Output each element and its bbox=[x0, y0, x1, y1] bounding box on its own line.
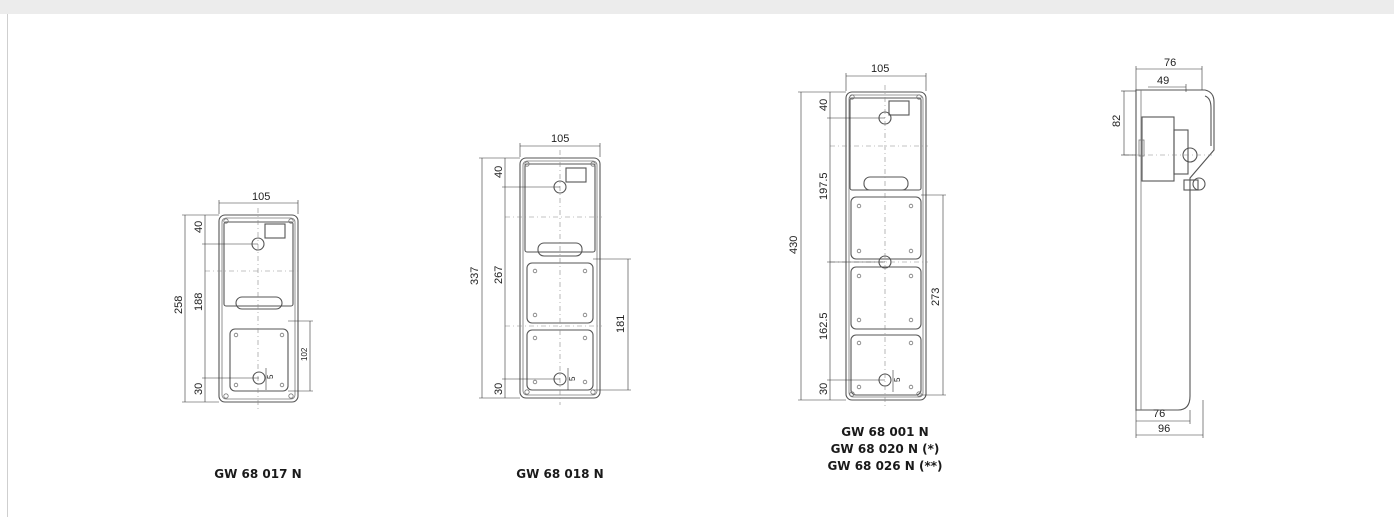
dim-height: 258 bbox=[173, 296, 185, 314]
dim-top: 40 bbox=[818, 99, 830, 111]
dim-middle: 197.5 bbox=[818, 172, 830, 200]
dim-top: 40 bbox=[193, 221, 205, 233]
lid-handle bbox=[235, 296, 283, 310]
lid-profile bbox=[1141, 116, 1175, 182]
socket-module bbox=[850, 196, 922, 260]
side-view: 76 49 82 76 96 bbox=[1111, 57, 1215, 438]
dim-bottom: 30 bbox=[493, 383, 505, 395]
caption-line: GW 68 020 N (*) bbox=[830, 442, 940, 456]
lid-handle bbox=[863, 176, 909, 191]
top-bar bbox=[0, 0, 1394, 14]
dim-inner: 49 bbox=[1157, 75, 1169, 87]
dim-base-depth: 76 bbox=[1153, 408, 1165, 420]
enclosure-outline bbox=[845, 91, 927, 401]
drawing-gw68017: 105 258 40 188 30 102 5 bbox=[173, 191, 313, 410]
lid-latch bbox=[565, 167, 587, 183]
lid-latch bbox=[888, 100, 910, 116]
dim-bottom: 30 bbox=[818, 383, 830, 395]
enclosure-outline bbox=[218, 214, 299, 403]
dim-offset: 5 bbox=[568, 376, 577, 381]
caption-line: GW 68 026 N (**) bbox=[827, 459, 943, 473]
dim-sockets: 181 bbox=[615, 315, 627, 333]
socket-module bbox=[850, 266, 922, 330]
dim-offset: 5 bbox=[893, 377, 902, 382]
dim-width: 105 bbox=[871, 63, 889, 75]
dim-sockets: 273 bbox=[930, 288, 942, 306]
lid-latch bbox=[264, 223, 286, 239]
dim-bottom: 30 bbox=[193, 383, 205, 395]
caption-line: GW 68 017 N bbox=[214, 467, 302, 481]
caption-gw68018: GW 68 018 N bbox=[510, 466, 610, 483]
dim-height: 430 bbox=[788, 236, 800, 254]
side-profile bbox=[1135, 89, 1215, 411]
drawing-gw68018: 105 337 40 267 30 181 5 bbox=[469, 133, 631, 405]
socket-module bbox=[229, 328, 289, 392]
dim-width: 105 bbox=[551, 133, 569, 145]
dim-middle: 267 bbox=[493, 266, 505, 284]
drawing-gw68001: 105 430 40 197.5 162.5 30 273 5 bbox=[788, 63, 946, 408]
socket-module bbox=[850, 334, 922, 396]
dim-total-depth: 96 bbox=[1158, 423, 1170, 435]
dim-depth: 76 bbox=[1164, 57, 1176, 69]
caption-gw68017: GW 68 017 N bbox=[208, 466, 308, 483]
caption-line: GW 68 018 N bbox=[516, 467, 604, 481]
dim-lid: 82 bbox=[1111, 115, 1123, 127]
dim-socket: 102 bbox=[300, 347, 309, 361]
dim-middle: 188 bbox=[193, 293, 205, 311]
page-border bbox=[7, 14, 8, 517]
caption-gw68001: GW 68 001 N GW 68 020 N (*) GW 68 026 N … bbox=[815, 424, 955, 475]
caption-line: GW 68 001 N bbox=[841, 425, 929, 439]
dim-lower: 162.5 bbox=[818, 312, 830, 340]
dim-height: 337 bbox=[469, 267, 481, 285]
dim-width: 105 bbox=[252, 191, 270, 203]
dim-offset: 5 bbox=[266, 374, 275, 379]
lid bbox=[223, 221, 294, 307]
dim-top: 40 bbox=[493, 166, 505, 178]
